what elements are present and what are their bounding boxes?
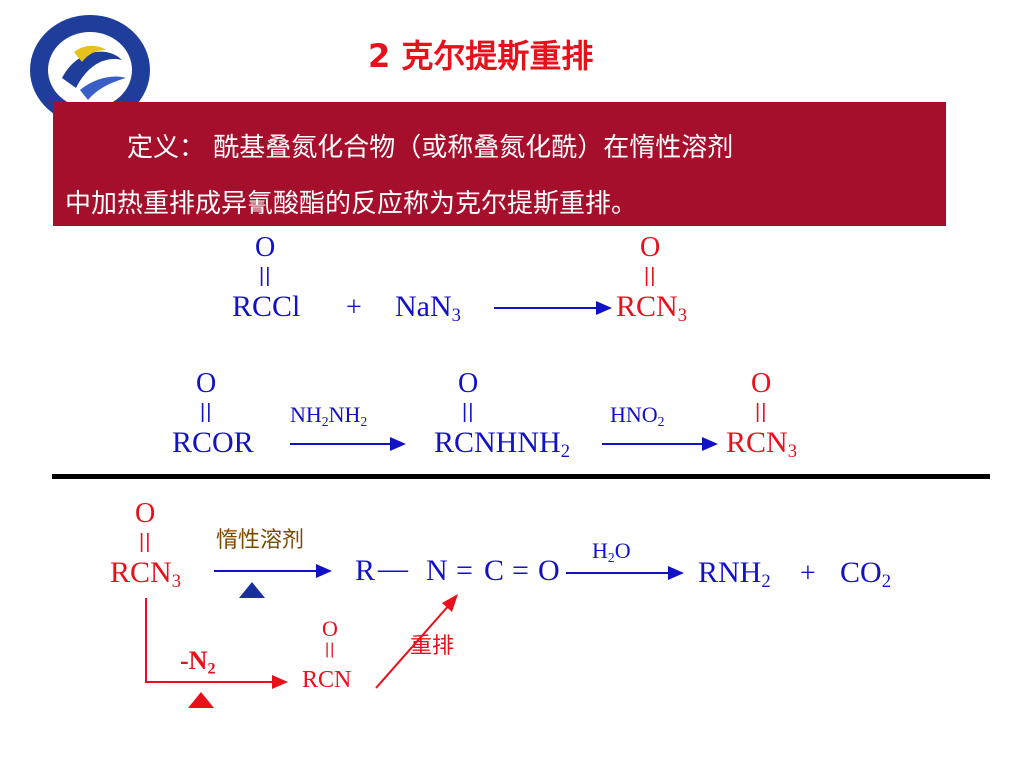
definition-text-1: 酰基叠氮化合物（或称叠氮化酰）在惰性溶剂 — [213, 133, 734, 163]
r2-intermediate-double-bond: || — [462, 401, 475, 423]
r3-arrow-hydrolysis — [566, 566, 684, 580]
r1-reactant-double-bond: || — [259, 265, 272, 287]
definition-line-2: 中加热重排成异氰酸酯的反应称为克尔提斯重排。 — [65, 189, 638, 219]
r1-reactant-oxygen: O — [255, 232, 276, 263]
definition-line-1: 定义： 酰基叠氮化合物（或称叠氮化酰）在惰性溶剂 — [65, 120, 934, 176]
r3-arrow-rearrangement — [375, 594, 458, 689]
slide-title: 2 克尔提斯重排 — [368, 37, 594, 75]
r3-rearrangement-label: 重排 — [410, 634, 455, 659]
r3-isocyanate-eq1: = — [456, 554, 473, 587]
triangle-up-icon — [239, 582, 265, 598]
r2-arrow-1 — [290, 437, 406, 451]
r2-reactant-double-bond: || — [200, 401, 213, 423]
r1-reagent: NaN3 — [395, 290, 461, 327]
r3-loss-n2-label: -N2 — [180, 646, 216, 678]
r3-isocyanate-n: N — [426, 554, 448, 587]
r1-product: RCN3 — [616, 290, 687, 327]
r1-arrow — [494, 301, 612, 315]
r1-reactant: RCCl — [232, 290, 301, 323]
r1-product-double-bond: || — [644, 265, 657, 287]
r2-intermediate-oxygen: O — [458, 368, 479, 399]
r2-product-oxygen: O — [751, 368, 772, 399]
r3-start-oxygen: O — [135, 498, 156, 529]
r2-product: RCN3 — [726, 426, 797, 463]
r1-plus: + — [346, 292, 362, 323]
r3-isocyanate-eq2: = — [512, 554, 529, 587]
r3-water-label: H2O — [592, 538, 631, 565]
r3-arrow-loss-n2 — [145, 598, 288, 689]
r3-arrow-heat — [214, 564, 332, 578]
r3-nitrene: RCN — [302, 667, 352, 693]
section-divider — [52, 474, 990, 479]
r3-nitrene-oxygen: O — [322, 616, 338, 641]
r3-solvent-label: 惰性溶剂 — [216, 528, 305, 553]
r3-start-double-bond: || — [139, 531, 152, 553]
r1-product-oxygen: O — [640, 232, 661, 263]
r2-product-double-bond: || — [755, 401, 768, 423]
r2-reactant-oxygen: O — [196, 368, 217, 399]
definition-label: 定义： — [127, 133, 206, 163]
definition-box: 定义： 酰基叠氮化合物（或称叠氮化酰）在惰性溶剂 中加热重排成异氰酸酯的反应称为… — [53, 102, 946, 226]
r3-isocyanate-o: O — [538, 554, 560, 587]
university-logo — [18, 8, 158, 128]
r3-start-acyl-azide: RCN3 — [110, 556, 181, 593]
r3-amine: RNH2 — [698, 556, 771, 593]
r3-isocyanate-c: C — [484, 554, 505, 587]
university-seal-icon — [30, 15, 150, 125]
r2-reactant: RCOR — [172, 426, 254, 459]
r2-arrow-2 — [602, 437, 718, 451]
r3-plus: + — [800, 558, 816, 589]
r2-reagent-nitrous-acid: HNO2 — [610, 402, 665, 429]
r3-nitrene-double-bond: || — [325, 641, 336, 658]
r2-reagent-hydrazine: NH2NH2 — [290, 402, 368, 429]
r3-isocyanate-bond: — — [378, 552, 408, 585]
r3-isocyanate-r: R — [355, 554, 376, 587]
triangle-up-icon — [188, 692, 214, 708]
r2-intermediate: RCNHNH2 — [434, 426, 570, 463]
r3-carbon-dioxide: CO2 — [840, 556, 891, 593]
